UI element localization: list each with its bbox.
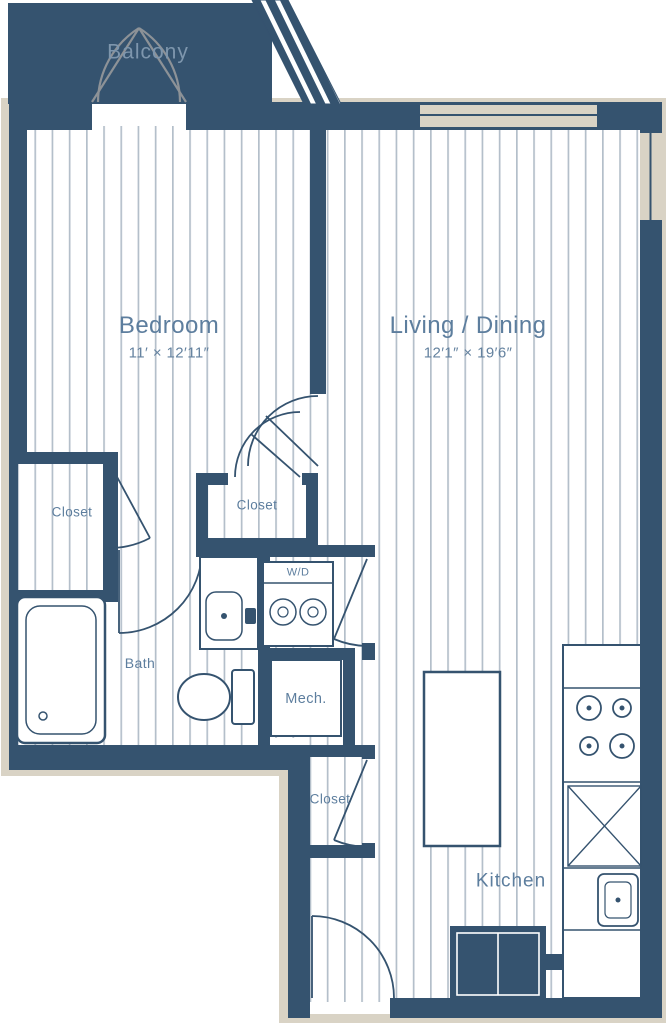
vanity-sink (199, 556, 259, 650)
mech-label: Mech. (285, 690, 327, 707)
kitchen-label: Kitchen (475, 870, 547, 892)
building-edge-hatch (251, 0, 342, 105)
kitchen-sink (597, 873, 639, 927)
lower-closet-door (333, 759, 368, 841)
balcony-label: Balcony (107, 40, 189, 64)
cooktop (576, 695, 635, 759)
hall-closet-door (250, 433, 301, 478)
window-top (420, 102, 597, 130)
lower-closet-label: Closet (309, 791, 351, 807)
hall-closet-label: Closet (236, 497, 278, 513)
bedroom-closet-label: Closet (51, 504, 93, 520)
living-dining-dimensions: 12′1″ × 19′6″ (423, 344, 513, 362)
dishwasher (567, 785, 642, 867)
door-swings (108, 395, 395, 999)
laundry-door (333, 558, 368, 640)
living-dining-label: Living / Dining (389, 312, 547, 339)
bedroom-label: Bedroom (118, 312, 220, 339)
bedroom-dimensions: 11′ × 12′11″ (128, 344, 210, 362)
mech-equipment (270, 659, 342, 737)
walls (9, 102, 662, 1018)
washer-dryer (262, 561, 334, 647)
kitchen-counter (562, 644, 642, 999)
kitchen-island (422, 670, 502, 848)
toilet (177, 669, 255, 725)
bedroom-door (265, 415, 319, 467)
laundry-label: W/D (286, 566, 310, 579)
bath-label: Bath (124, 655, 156, 671)
window-right (640, 130, 662, 223)
column (546, 954, 562, 970)
refrigerator (450, 926, 546, 1002)
balcony-door (91, 27, 187, 103)
balcony-area (8, 0, 342, 105)
bathtub (15, 595, 107, 745)
bedroom-closet-door (108, 461, 151, 539)
